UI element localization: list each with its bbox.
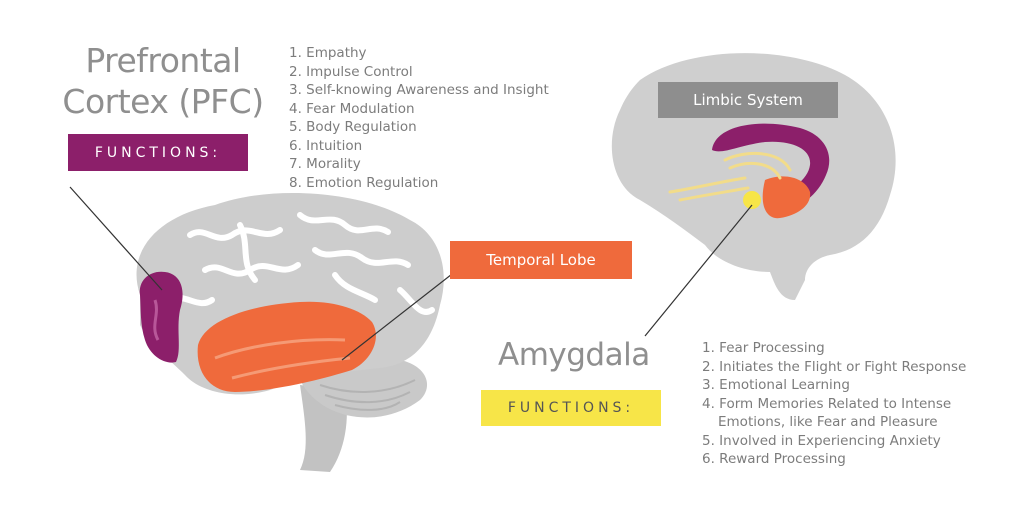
cerebellum-folds	[319, 379, 416, 411]
amygdala-functions-list: 1. Fear Processing 2. Initiates the Flig…	[702, 339, 966, 469]
amygdala-functions-tag: FUNCTIONS:	[481, 390, 661, 426]
list-item: 1. Empathy	[289, 45, 367, 61]
list-item: 6. Intuition	[289, 137, 363, 154]
list-item: 6. Reward Processing	[702, 451, 846, 467]
list-item: Emotions, like Fear and Pleasure	[718, 414, 938, 430]
list-item: 3. Self-knowing Awareness and Insight	[289, 82, 549, 98]
list-item: 3. Emotional Learning	[702, 377, 850, 393]
pfc-region	[139, 271, 183, 363]
list-item: 2. Impulse Control	[289, 63, 413, 80]
pfc-title-line1: Prefrontal	[85, 41, 241, 80]
list-item: 7. Morality	[289, 156, 361, 172]
pfc-functions-tag: FUNCTIONS:	[68, 134, 248, 171]
list-item: 5. Involved in Experiencing Anxiety	[702, 432, 941, 449]
list-item: 4. Fear Modulation	[289, 100, 415, 117]
pfc-title-line2: Cortex (PFC)	[62, 82, 264, 121]
cerebrum-gyri	[167, 212, 435, 315]
limbic-system-label: Limbic System	[658, 82, 838, 118]
limbic-orange	[762, 176, 811, 219]
amygdala-title: Amygdala	[498, 337, 650, 373]
amygdala-spot	[743, 191, 761, 209]
list-item: 1. Fear Processing	[702, 340, 825, 356]
amygdala-leader-line	[644, 204, 753, 337]
pfc-leader-line	[69, 186, 163, 291]
list-item: 2. Initiates the Flight or Fight Respons…	[702, 358, 967, 375]
pfc-title: Prefrontal Cortex (PFC)	[58, 44, 268, 126]
temporal-leader-line	[341, 259, 471, 361]
list-item: 5. Body Regulation	[289, 119, 417, 135]
temporal-region	[197, 301, 376, 392]
list-item: 8. Emotion Regulation	[289, 174, 439, 191]
pfc-functions-list: 1. Empathy 2. Impulse Control 3. Self-kn…	[289, 44, 549, 192]
side-brain	[136, 193, 444, 472]
temporal-lobe-label: Temporal Lobe	[450, 241, 632, 279]
list-item: 4. Form Memories Related to Intense	[702, 395, 952, 412]
